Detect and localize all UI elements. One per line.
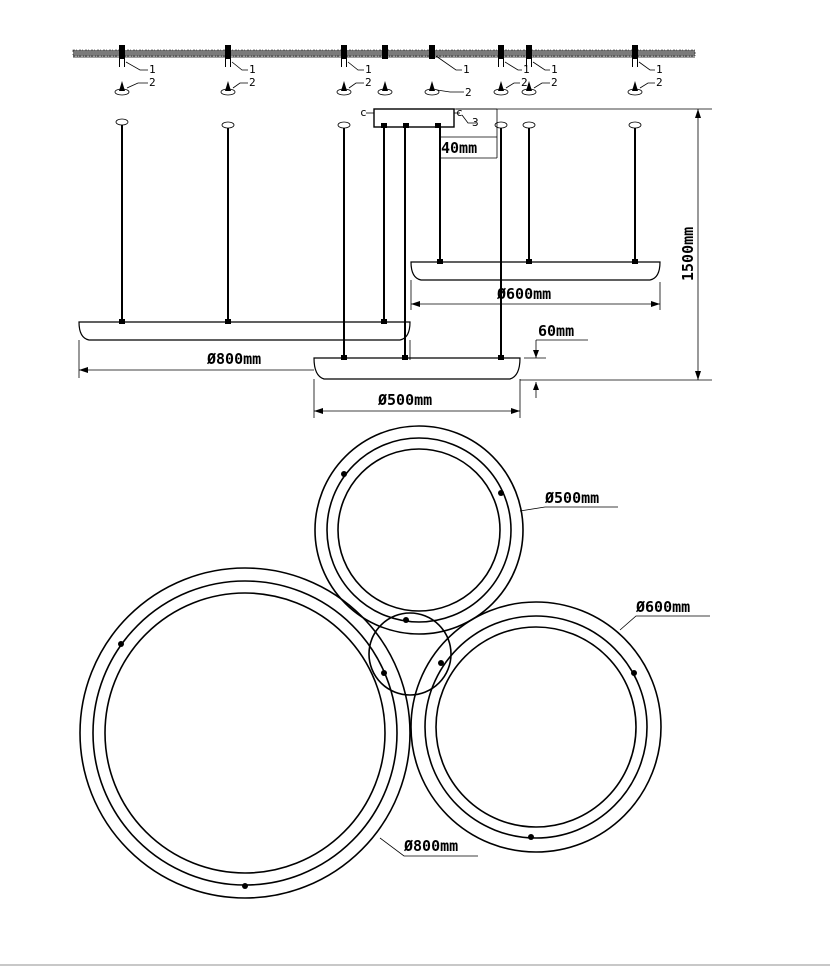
ring-500-side-label: Ø500mm [377, 391, 432, 409]
total-height-dimension: 1500mm [456, 108, 712, 381]
callout-label: 1 [656, 63, 663, 76]
callout-label: 2 [365, 76, 372, 89]
suspension-cables [121, 125, 636, 358]
callout-label: 2 [465, 86, 472, 99]
callout-label: 2 [656, 76, 663, 89]
ring-profile-600 [410, 259, 661, 281]
callout-label: 2 [249, 76, 256, 89]
ring-profile-800 [78, 319, 411, 341]
callout-label: 2 [521, 76, 528, 89]
ring-500-width-dimension: Ø500mm [313, 379, 521, 418]
power-box-plan [368, 612, 452, 696]
ring-800-plan-label: Ø800mm [403, 837, 458, 855]
power-box-left-mark: c [360, 106, 367, 119]
side-view: 1 1 1 1 1 1 1 2 [72, 45, 712, 418]
ceiling-cup-icon [377, 81, 393, 96]
ceiling-mount-group [119, 45, 638, 67]
ceiling-cup-icon [336, 81, 352, 96]
ceiling-mount-icon [498, 45, 504, 67]
bottom-rule [0, 964, 830, 966]
ceiling-mount-icon [119, 45, 125, 67]
callout-label: 1 [551, 63, 558, 76]
box-depth-label: 40mm [441, 139, 477, 157]
callout-label: 1 [463, 63, 470, 76]
callout-2-group: 2 2 2 2 2 2 2 [126, 76, 663, 99]
ring-800-plan: Ø800mm [79, 567, 478, 899]
callout-label: 2 [551, 76, 558, 89]
ring-600-width-dimension: Ø600mm [410, 280, 661, 310]
ring-thickness-label: 60mm [538, 322, 574, 340]
ceiling-cup-icon [424, 81, 440, 96]
ring-thickness-dimension: 60mm [524, 322, 588, 398]
ceiling-cup-group [114, 81, 643, 96]
callout-1-group: 1 1 1 1 1 1 1 [125, 55, 663, 76]
ring-600-plan-label: Ø600mm [635, 598, 690, 616]
top-view: Ø500mm Ø600mm Ø800mm [79, 425, 710, 899]
callout-label: 2 [149, 76, 156, 89]
callout-label: 1 [249, 63, 256, 76]
ceiling-mount-icon [341, 45, 347, 67]
power-box-right-mark: c [456, 106, 463, 119]
ring-800-width-dimension: Ø800mm [78, 340, 411, 378]
ring-500-plan: Ø500mm [314, 425, 618, 635]
ceiling-mount-icon [526, 45, 532, 67]
ring-600-plan: Ø600mm [410, 598, 710, 853]
ring-profile-500 [313, 355, 521, 380]
callout-label: 3 [472, 116, 479, 129]
callout-label: 1 [365, 63, 372, 76]
total-height-label: 1500mm [679, 227, 697, 281]
ring-800-side-label: Ø800mm [206, 350, 261, 368]
ceiling-cup-icon [493, 81, 509, 96]
ceiling-cup-icon [114, 81, 130, 96]
power-box: c c 3 [360, 106, 479, 129]
callout-label: 1 [523, 63, 530, 76]
ceiling-mount-icon [225, 45, 231, 67]
ceiling-cup-icon [627, 81, 643, 96]
ceiling-cup-icon [220, 81, 236, 96]
ceiling-mount-icon [429, 45, 435, 59]
ceiling-cup-icon [521, 81, 537, 96]
ring-600-side-label: Ø600mm [496, 285, 551, 303]
ceiling-mount-icon [632, 45, 638, 67]
ring-500-plan-label: Ø500mm [544, 489, 599, 507]
callout-label: 1 [149, 63, 156, 76]
ceiling-mount-icon [382, 45, 388, 59]
